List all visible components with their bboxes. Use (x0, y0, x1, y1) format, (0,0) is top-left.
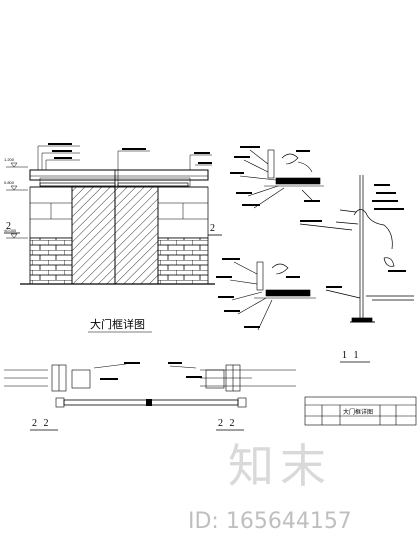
title-block (304, 396, 417, 426)
plan-notes (100, 362, 202, 380)
gate-leaf-plan (55, 397, 247, 408)
gate-elevation: 1.200 0.800 ±0.000 2 2 (4, 143, 222, 285)
cut-mark-left: 2 (6, 221, 13, 232)
title-block-name: 大门框详图 (343, 408, 373, 416)
detail-upper-notes (230, 146, 320, 206)
elevation-label-2: 0.800 (4, 180, 15, 185)
detail-upper (239, 149, 324, 209)
section-label-2-2-right: 2 2 (218, 418, 237, 429)
plan-section-2-2 (4, 363, 296, 392)
elevation-label-1: 1.200 (4, 157, 15, 162)
section-label-1-1: 1 1 (342, 350, 361, 361)
watermark-id: ID: 165644157 (188, 509, 352, 534)
section-label-2-2-left: 2 2 (32, 418, 51, 429)
detail-lower-notes (216, 258, 300, 328)
top-beam (29, 169, 209, 181)
section-1-1 (299, 175, 414, 323)
section-1-1-notes (300, 184, 406, 288)
door-leaf-right (114, 186, 159, 285)
right-brick-base (157, 237, 209, 285)
detail-lower (229, 261, 316, 331)
main-title: 大门框详图 (90, 317, 145, 331)
door-leaf-left (71, 186, 116, 285)
elevation-label-0: ±0.000 (4, 228, 17, 233)
watermark-brand: 知末 (228, 439, 332, 493)
left-brick-base (29, 237, 73, 285)
cut-mark-right: 2 (210, 223, 217, 234)
elevation-markers: 1.200 0.800 ±0.000 (4, 157, 28, 239)
